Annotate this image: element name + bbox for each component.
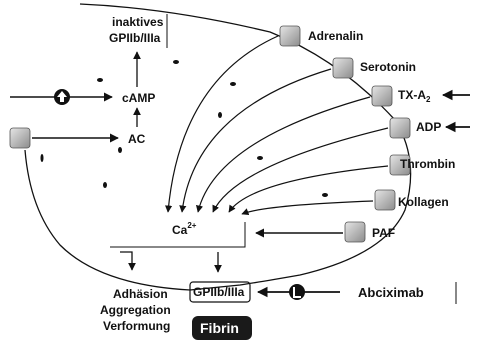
inaktives-label: inaktives [112, 15, 164, 29]
ca-label: Ca2+ [172, 221, 197, 237]
serotonin-label: Serotonin [360, 60, 416, 74]
aggregation-label: Aggregation [100, 303, 171, 317]
thrombin-label: Thrombin [400, 157, 455, 171]
abciximab-label: Abciximab [358, 285, 424, 300]
ca-box-outline [110, 222, 246, 248]
ca-influx-arrows [165, 35, 389, 215]
gp-active-box [189, 281, 251, 303]
adrenalin-receptor [279, 25, 301, 47]
cell-membrane [24, 3, 412, 291]
ac-receptor [9, 127, 31, 149]
adp-receptor [389, 117, 411, 139]
gp-active-label: GPIIb/IIIa [193, 285, 245, 299]
paf-receptor [344, 221, 366, 243]
adrenalin-label: Adrenalin [308, 29, 363, 43]
L-circle-icon [289, 284, 305, 300]
serotonin-receptor [332, 57, 354, 79]
adp-label: ADP [416, 120, 441, 134]
granule-dots [40, 60, 328, 197]
paf-label: PAF [372, 226, 395, 240]
ac-label: AC [128, 132, 146, 146]
txa-receptor [371, 85, 393, 107]
txa-label: TX-A2 [398, 88, 431, 104]
gp-inactive-label: GPIIb/IIIa [109, 31, 161, 45]
thrombin-receptor [389, 154, 411, 176]
up-arrow-circle-icon [54, 89, 70, 105]
verformung-label: Verformung [103, 319, 170, 333]
camp-label: cAMP [122, 91, 155, 105]
kollagen-receptor [374, 189, 396, 211]
adhaesion-label: Adhäsion [113, 287, 168, 301]
fibrin-label: Fibrin [200, 320, 239, 336]
fibrin-box [192, 316, 252, 340]
ca-to-adhesion-arrow [120, 251, 136, 271]
kollagen-label: Kollagen [398, 195, 449, 209]
